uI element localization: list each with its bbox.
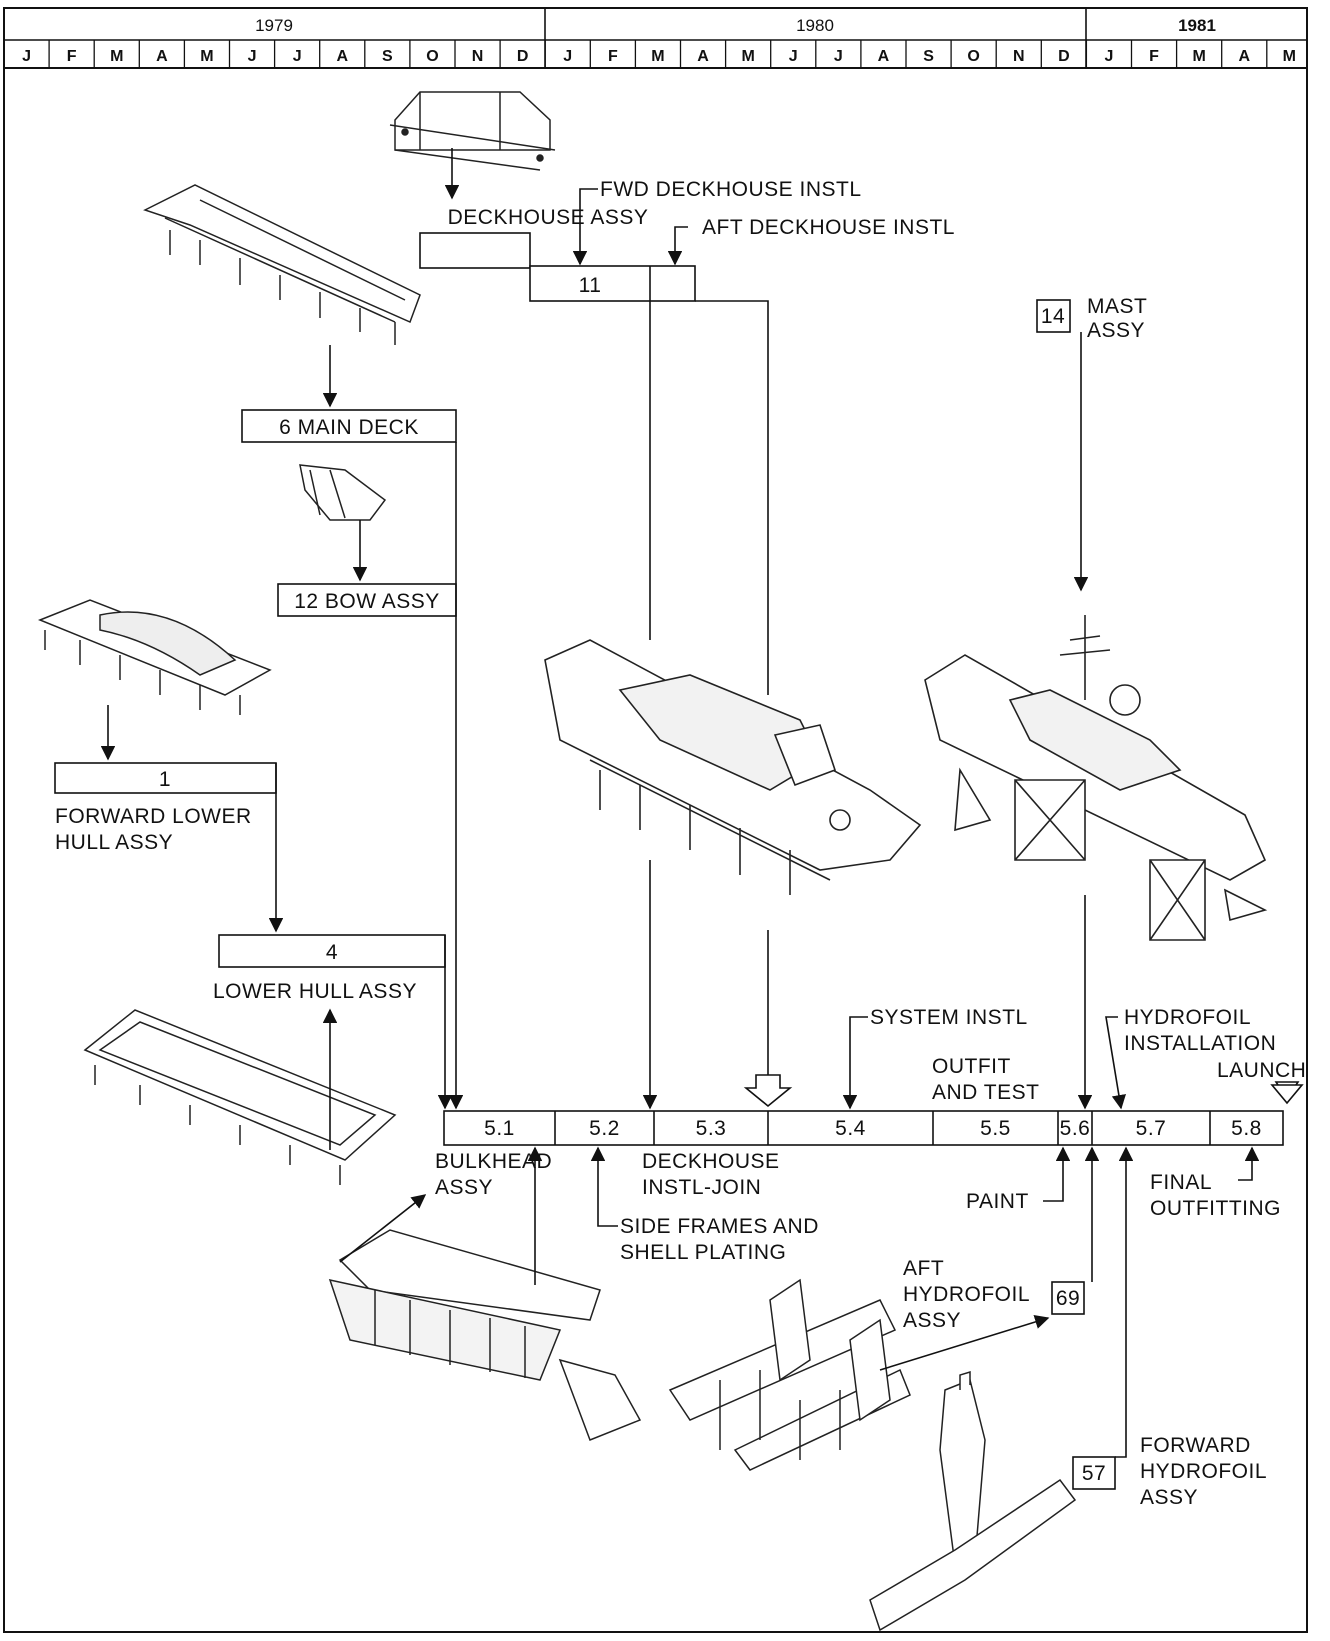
hull-with-deckhouse-illustration	[545, 640, 920, 895]
aft-hydrofoil-label-1: AFT	[903, 1257, 944, 1280]
deckhouse-illustration	[390, 92, 555, 170]
phase-label: 5.7	[1136, 1117, 1167, 1140]
lower-hull-illustration	[85, 1010, 395, 1185]
launch-label: LAUNCH	[1217, 1059, 1306, 1082]
bow-assy-label: 12 BOW ASSY	[294, 590, 440, 613]
phase-label: 5.5	[980, 1117, 1011, 1140]
box-1-label: 1	[159, 768, 171, 791]
aft-deckhouse-instl-label: AFT DECKHOUSE INSTL	[702, 216, 955, 239]
final-outfitting-label-1: FINAL	[1150, 1171, 1212, 1194]
final-outfitting-label-2: OUTFITTING	[1150, 1197, 1281, 1220]
month-label: M	[200, 48, 213, 65]
fwd-hydrofoil-label-1: FORWARD	[1140, 1434, 1251, 1457]
hydrofoil-ship-illustration	[925, 615, 1265, 940]
month-label: J	[293, 48, 302, 65]
boxes	[55, 233, 1283, 1489]
aft-hydrofoil-label-2: HYDROFOIL	[903, 1283, 1030, 1306]
month-label: J	[563, 48, 572, 65]
hydrofoil-instl-label-2: INSTALLATION	[1124, 1032, 1276, 1055]
bulkhead-label-1: BULKHEAD	[435, 1150, 552, 1173]
box-4-label: 4	[326, 941, 338, 964]
month-label: A	[1238, 48, 1250, 65]
month-label: S	[923, 48, 934, 65]
side-frames-label-2: SHELL PLATING	[620, 1241, 786, 1264]
main-deck-illustration	[145, 185, 420, 345]
paint-label: PAINT	[966, 1190, 1029, 1213]
month-label: J	[248, 48, 257, 65]
month-label: A	[697, 48, 709, 65]
month-label: J	[834, 48, 843, 65]
system-instl-label: SYSTEM INSTL	[870, 1006, 1028, 1029]
mast-assy-label-1: MAST	[1087, 295, 1147, 318]
month-label: J	[22, 48, 31, 65]
phase-label: 5.8	[1231, 1117, 1262, 1140]
month-label: D	[517, 48, 529, 65]
fwd-lower-hull-label-2: HULL ASSY	[55, 831, 173, 854]
month-label: A	[878, 48, 890, 65]
bulkhead-label-2: ASSY	[435, 1176, 493, 1199]
month-label: J	[789, 48, 798, 65]
month-label: N	[472, 48, 484, 65]
mast-assy-label-2: ASSY	[1087, 319, 1145, 342]
month-label: D	[1058, 48, 1070, 65]
month-label: M	[651, 48, 664, 65]
month-label: O	[426, 48, 438, 65]
box-57-label: 57	[1082, 1462, 1106, 1485]
box-69-label: 69	[1056, 1287, 1080, 1310]
phase-label: 5.1	[484, 1117, 515, 1140]
side-frames-label-1: SIDE FRAMES AND	[620, 1215, 819, 1238]
fwd-deckhouse-instl-label: FWD DECKHOUSE INSTL	[600, 178, 862, 201]
month-label: F	[1149, 48, 1159, 65]
month-label: N	[1013, 48, 1025, 65]
bow-illustration	[300, 465, 385, 520]
fwd-lower-hull-label-1: FORWARD LOWER	[55, 805, 252, 828]
month-label: S	[382, 48, 393, 65]
forward-lower-hull-illustration	[40, 600, 270, 715]
deckhouse-assy-label: DECKHOUSE ASSY	[448, 206, 649, 229]
bulkhead-illustration	[330, 1230, 640, 1440]
phase-label: 5.6	[1060, 1117, 1091, 1140]
box-14-label: 14	[1041, 305, 1065, 328]
month-label: M	[741, 48, 754, 65]
outfit-test-label-2: AND TEST	[932, 1081, 1039, 1104]
month-label: A	[336, 48, 348, 65]
forward-hydrofoil-illustration	[870, 1372, 1075, 1630]
fwd-hydrofoil-label-2: HYDROFOIL	[1140, 1460, 1267, 1483]
month-label: O	[967, 48, 979, 65]
month-label: J	[1104, 48, 1113, 65]
deckhouse-join-label-2: INSTL-JOIN	[642, 1176, 761, 1199]
year-1981: 1981	[1178, 16, 1216, 35]
aft-hydrofoil-label-3: ASSY	[903, 1309, 961, 1332]
lower-hull-assy-label: LOWER HULL ASSY	[213, 980, 417, 1003]
month-label: M	[1283, 48, 1296, 65]
outfit-test-label-1: OUTFIT	[932, 1055, 1011, 1078]
phase-label: 5.2	[589, 1117, 620, 1140]
aft-hydrofoil-illustration	[670, 1280, 910, 1470]
month-label: F	[608, 48, 618, 65]
month-label: M	[110, 48, 123, 65]
hydrofoil-instl-label-1: HYDROFOIL	[1124, 1006, 1251, 1029]
fwd-hydrofoil-label-3: ASSY	[1140, 1486, 1198, 1509]
month-label: A	[156, 48, 168, 65]
box-11-label: 11	[579, 274, 602, 297]
deckhouse-join-label-1: DECKHOUSE	[642, 1150, 780, 1173]
phase-label: 5.3	[696, 1117, 727, 1140]
year-1980: 1980	[796, 16, 834, 35]
month-label: F	[67, 48, 77, 65]
main-deck-label: 6 MAIN DECK	[279, 416, 419, 439]
month-label: M	[1192, 48, 1205, 65]
phase-label: 5.4	[835, 1117, 866, 1140]
year-1979: 1979	[255, 16, 293, 35]
